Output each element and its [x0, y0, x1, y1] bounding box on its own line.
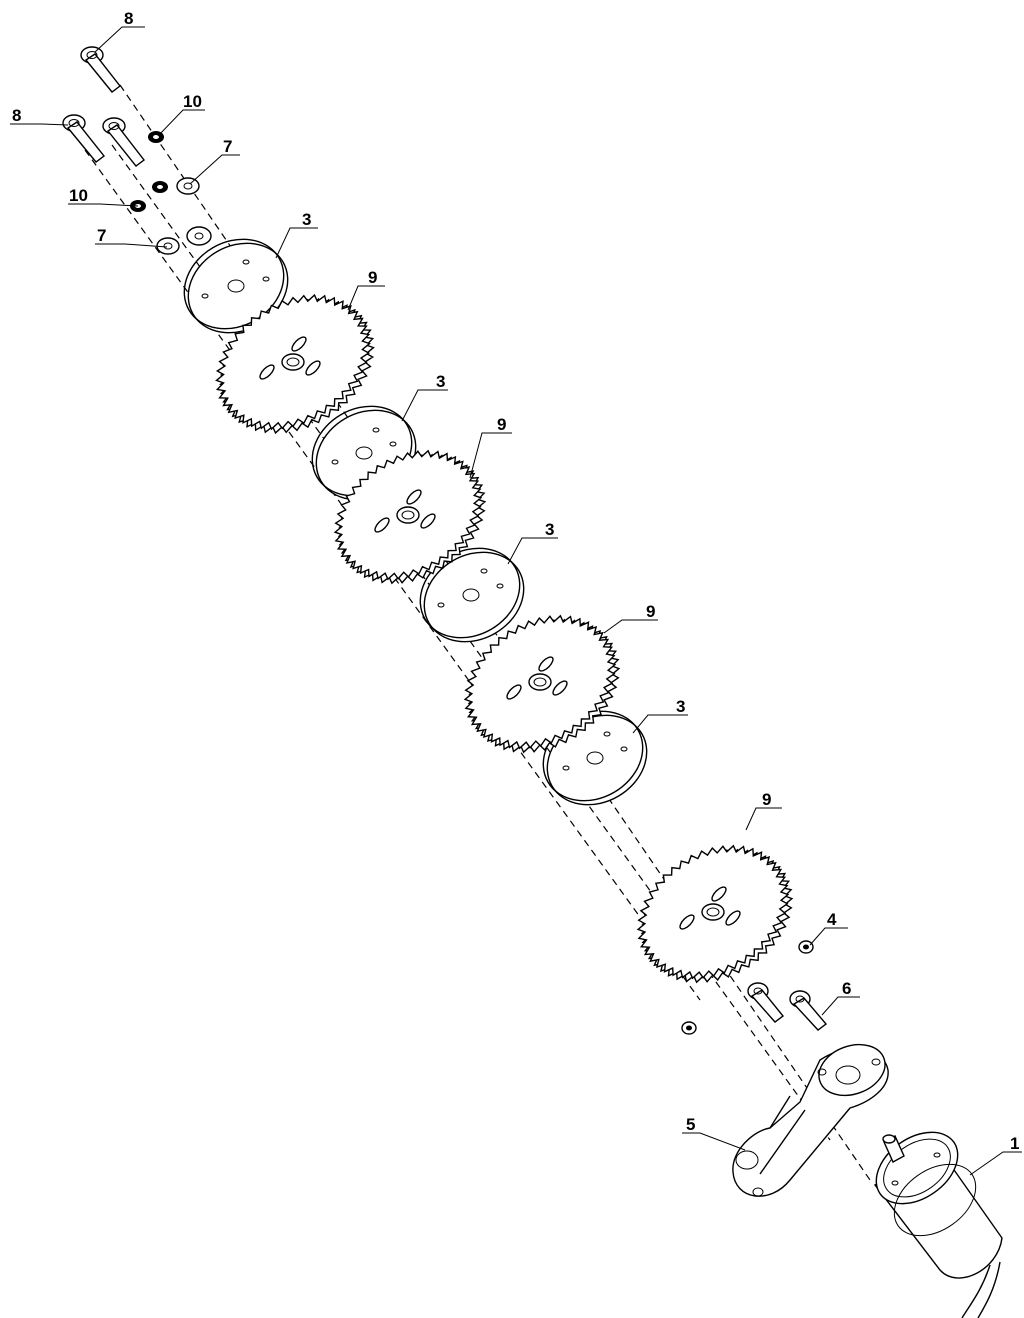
- saw-blade-3-slot-1: [506, 684, 522, 700]
- set-screw-left: [681, 1021, 697, 1035]
- saw-blade-1: [215, 293, 375, 435]
- washer-lower: [156, 237, 180, 255]
- saw-blade-3-arbor-hole: [528, 673, 552, 691]
- callout-saw-blade-2: 9: [497, 415, 506, 434]
- saw-blade-1-slot-1: [259, 364, 275, 380]
- callout-saw-blade-4: 9: [762, 790, 771, 809]
- saw-blade-2-arbor-bore: [401, 510, 415, 520]
- callout-saw-blade-1: 9: [368, 268, 377, 287]
- saw-blade-3: [463, 614, 621, 754]
- callout-lock-washer-upper: 10: [183, 92, 202, 111]
- saw-blade-2: [333, 449, 487, 585]
- saw-blade-4-slot-1: [679, 914, 695, 930]
- saw-blade-3-slot-3: [538, 656, 554, 672]
- saw-blade-1-slot-3: [291, 336, 307, 352]
- cap-screw-left: [62, 114, 105, 163]
- motor-bracket: [732, 1043, 889, 1197]
- saw-blade-2-slot-1: [374, 517, 390, 533]
- callout-bracket-screw: 6: [842, 979, 851, 998]
- saw-blade-4: [636, 844, 794, 984]
- callout-spacer-disc-1: 3: [302, 210, 311, 229]
- motor: [873, 1131, 1003, 1318]
- cap-screw-middle: [102, 117, 145, 167]
- callout-spacer-disc-4: 3: [676, 697, 685, 716]
- callout-spacer-disc-3: 3: [545, 520, 554, 539]
- callout-cap-screw-top: 8: [124, 9, 133, 28]
- washer-middle: [186, 226, 212, 246]
- washer-upper: [176, 177, 200, 195]
- callout-motor-bracket: 5: [686, 1115, 695, 1134]
- saw-blade-4-slot-3: [711, 886, 727, 902]
- callout-saw-blade-3: 9: [646, 602, 655, 621]
- callout-motor: 1: [1010, 1134, 1019, 1153]
- callout-lock-washer-lower: 10: [69, 186, 88, 205]
- callout-spacer-disc-2: 3: [436, 372, 445, 391]
- callout-cap-screw-left: 8: [12, 106, 21, 125]
- bracket-screw-right: [789, 990, 828, 1031]
- saw-blade-1-arbor-bore: [286, 357, 300, 367]
- saw-blade-4-arbor-hole: [701, 903, 725, 921]
- bracket-screw-left: [747, 982, 785, 1023]
- saw-blade-2-slot-2: [420, 513, 436, 529]
- callout-washer-lower: 7: [97, 226, 106, 245]
- lock-washer-middle: [152, 181, 168, 193]
- leader-lines: [10, 26, 1022, 1176]
- saw-blades: [215, 293, 794, 984]
- saw-blade-2-arbor-hole: [396, 506, 420, 524]
- saw-blade-1-slot-2: [305, 360, 321, 376]
- callout-labels: 8 8 10 7 10 7 3 9 3 9 3 9 3 9 4 6 5 1: [12, 9, 1019, 1153]
- saw-blade-3-slot-2: [552, 680, 568, 696]
- callout-set-screw: 4: [827, 910, 837, 929]
- saw-blade-4-arbor-bore: [706, 907, 720, 917]
- cap-screw-top: [80, 46, 121, 93]
- saw-blade-3-arbor-bore: [533, 677, 547, 687]
- saw-blade-1-arbor-hole: [281, 353, 305, 371]
- saw-blade-4-slot-2: [725, 910, 741, 926]
- spacer-disc-3: [419, 547, 525, 643]
- saw-blade-2-slot-3: [406, 489, 422, 505]
- callout-washer-upper: 7: [223, 137, 232, 156]
- set-screw-right: [798, 940, 814, 954]
